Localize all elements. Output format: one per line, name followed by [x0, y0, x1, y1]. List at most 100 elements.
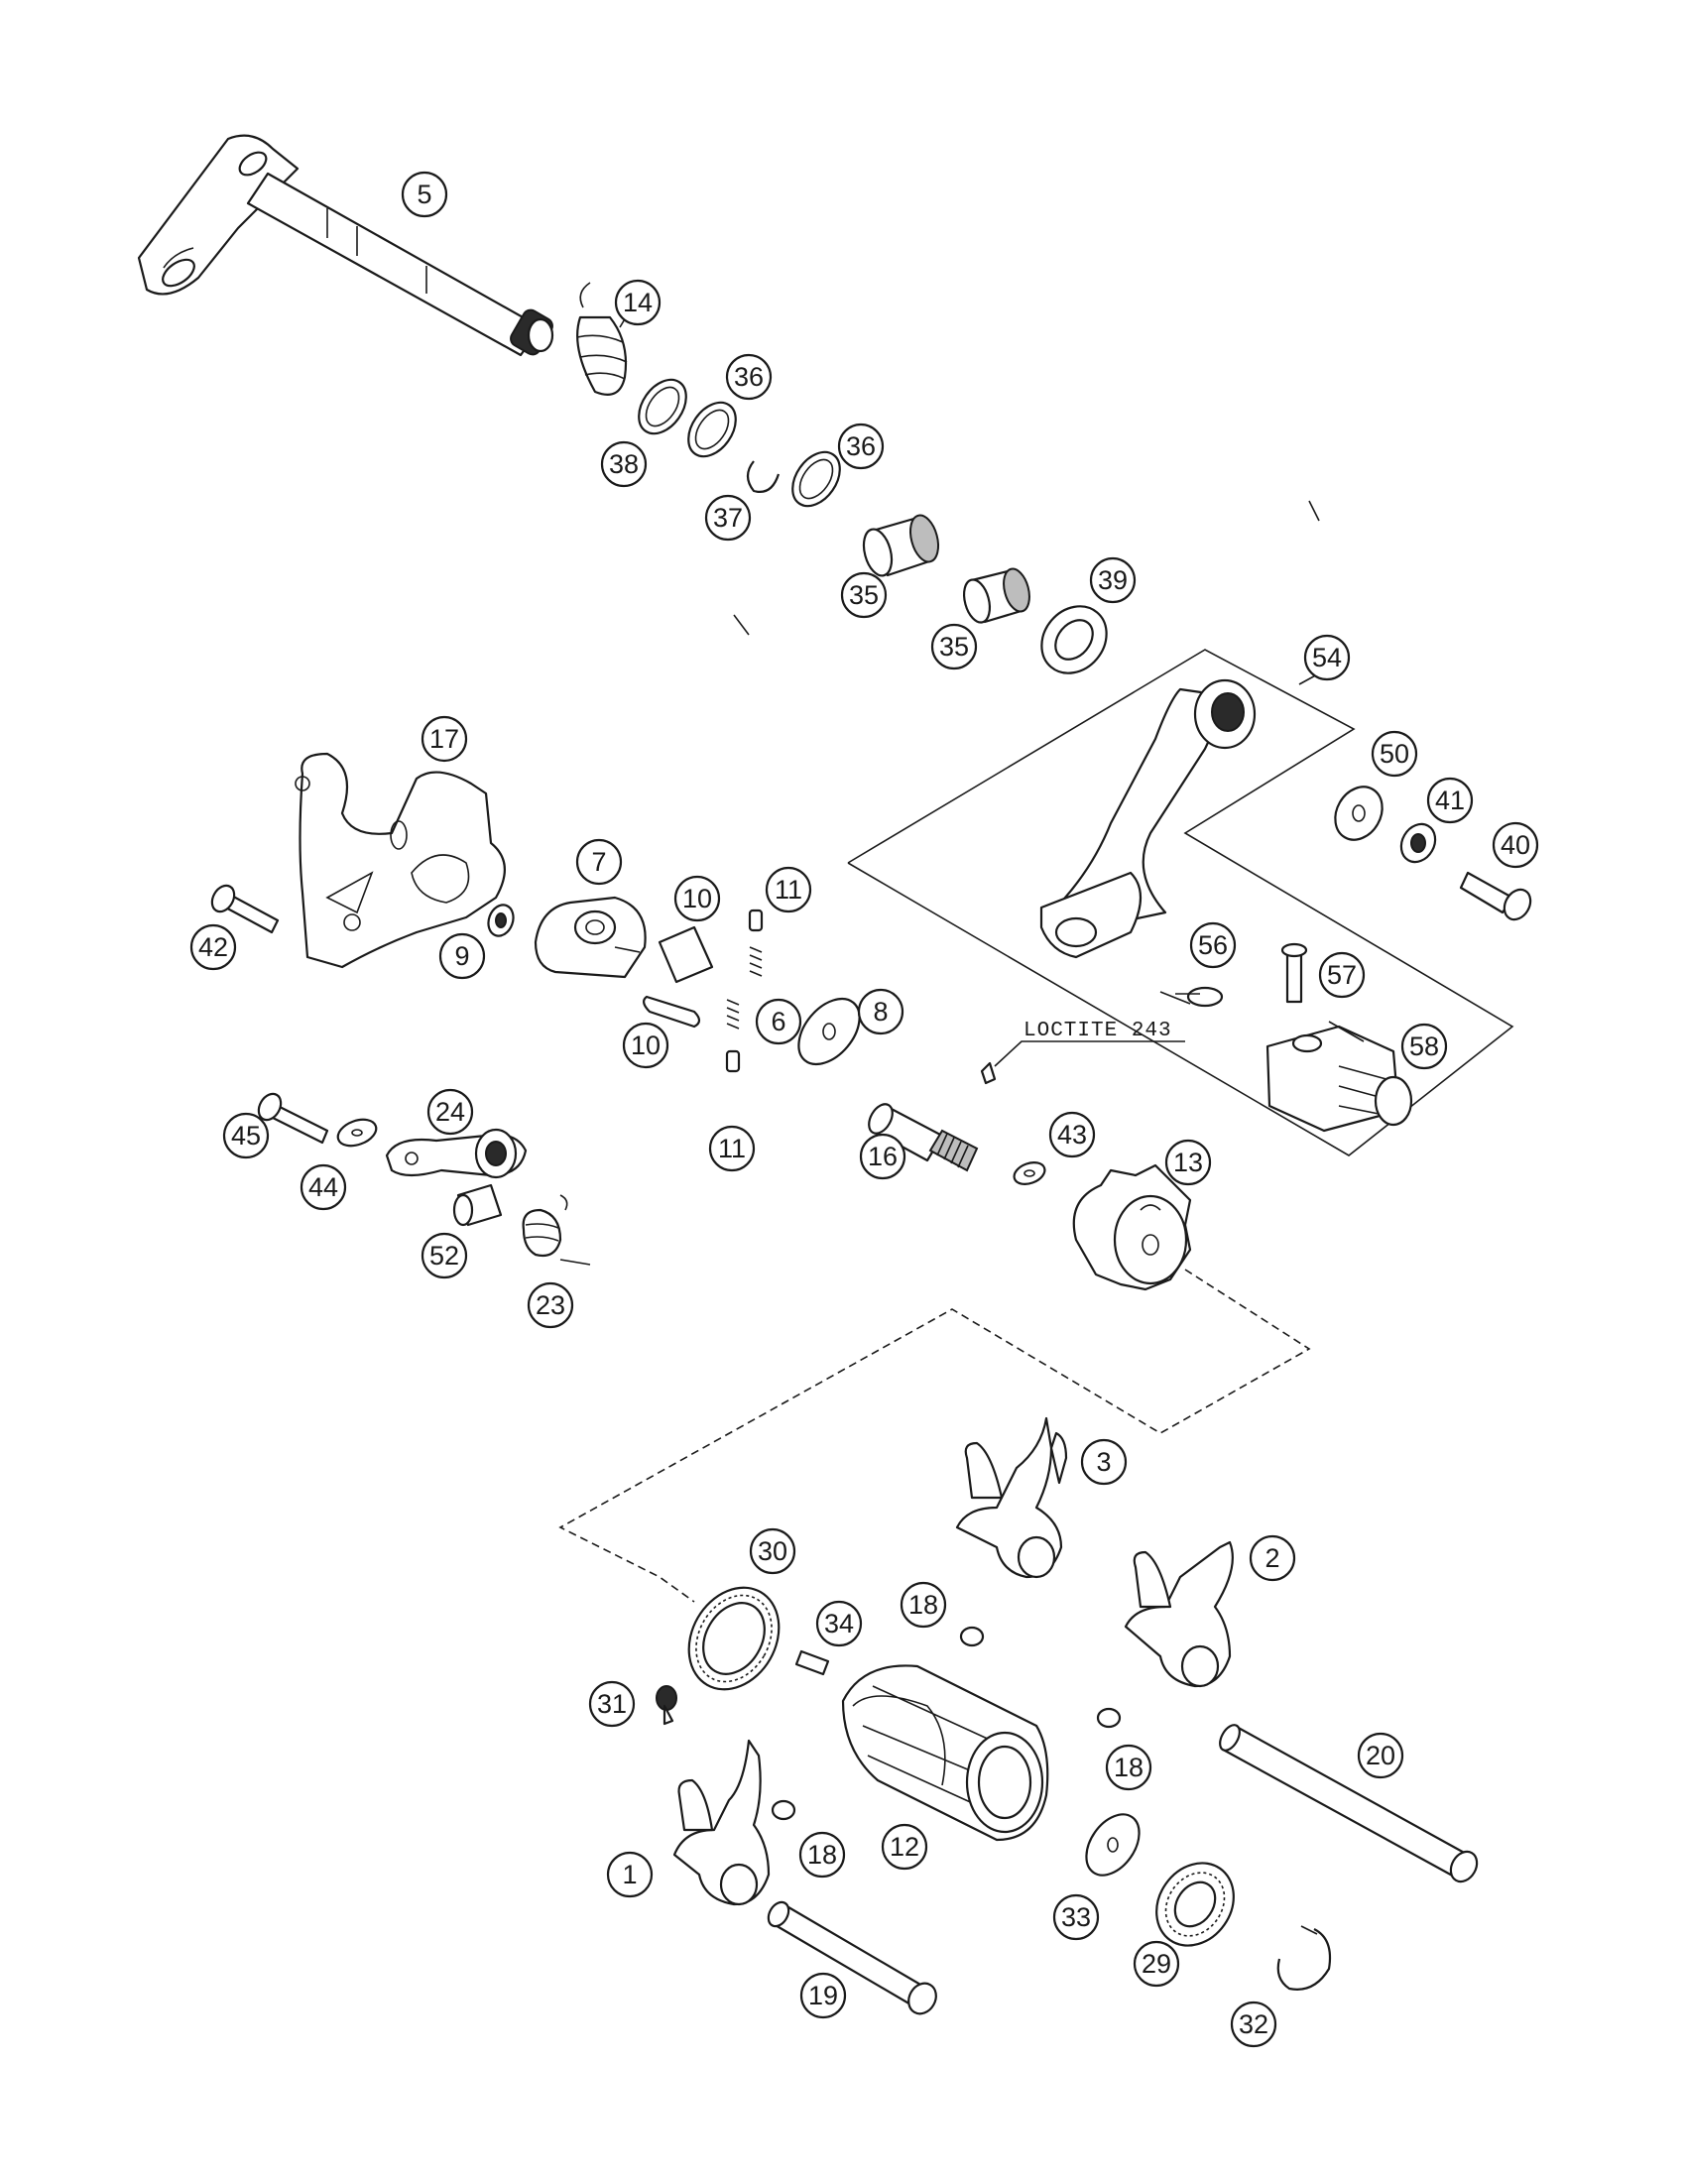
callout-44: 44 [300, 1163, 347, 1211]
locating-bolt-part [868, 1040, 1185, 1172]
drum-bearing-part [687, 1586, 781, 1691]
shift-fork-2-part [1124, 1540, 1234, 1688]
washers-upper-part [638, 378, 841, 508]
return-spring-part [576, 282, 628, 396]
callout-label: 8 [873, 997, 888, 1027]
callout-29: 29 [1133, 1940, 1180, 1988]
lever-tip-part [1159, 942, 1413, 1133]
callout-label: 30 [758, 1536, 787, 1566]
fork-shaft-lower-part [767, 1900, 937, 2015]
callout-label: 50 [1380, 739, 1409, 769]
callout-label: 54 [1312, 643, 1342, 672]
callout-label: 36 [846, 431, 876, 461]
callout-label: 35 [939, 632, 969, 662]
shift-fork-3-part [955, 1416, 1068, 1579]
plate-bolt-part [210, 884, 280, 934]
callout-2: 2 [1249, 1534, 1296, 1582]
callout-31: 31 [588, 1680, 636, 1728]
callout-label: 7 [591, 847, 606, 877]
callout-17: 17 [421, 715, 468, 763]
callout-label: 57 [1327, 960, 1357, 990]
shift-drum-part [841, 1664, 1049, 1842]
callout-label: 16 [868, 1142, 898, 1171]
needle-bearings-part [862, 514, 1108, 674]
callout-9: 9 [438, 932, 486, 980]
loctite-note: LOCTITE 243 [1024, 1020, 1172, 1042]
lever-fasteners-part [1334, 786, 1532, 921]
callout-label: 35 [849, 580, 879, 610]
callout-3: 3 [1080, 1438, 1128, 1486]
callout-43: 43 [1048, 1111, 1096, 1158]
callout-6: 6 [755, 998, 802, 1045]
callout-41: 41 [1426, 777, 1474, 824]
callout-label: 19 [808, 1981, 838, 2010]
callout-label: 9 [454, 941, 469, 971]
callout-label: 6 [771, 1007, 785, 1036]
callout-11-b: 11 [708, 1125, 756, 1172]
callout-5: 5 [401, 171, 448, 218]
callout-label: 11 [775, 875, 802, 905]
callout-label: 23 [536, 1290, 565, 1320]
shift-cam-part [1072, 1163, 1192, 1291]
callout-label: 52 [429, 1241, 459, 1271]
callout-10-a: 10 [673, 875, 721, 922]
detent-lever-group-part [257, 1092, 591, 1266]
callout-42: 42 [189, 923, 237, 971]
callout-label: 13 [1173, 1148, 1203, 1177]
callout-label: 43 [1057, 1120, 1087, 1150]
large-washer-part [797, 997, 861, 1066]
callout-label: 1 [622, 1860, 637, 1889]
callout-8: 8 [857, 988, 904, 1035]
drum-end-parts-part [1085, 1813, 1332, 1991]
callout-label: 34 [824, 1609, 854, 1638]
callout-label: 32 [1239, 2009, 1268, 2039]
callout-label: 11 [718, 1134, 746, 1163]
callout-label: 12 [890, 1832, 919, 1862]
callout-11-a: 11 [765, 866, 812, 913]
callout-label: 10 [682, 884, 712, 913]
pins-springs-part [725, 909, 764, 1073]
callout-52: 52 [421, 1232, 468, 1279]
callout-58: 58 [1400, 1023, 1448, 1070]
callout-label: 45 [231, 1121, 261, 1151]
callout-20: 20 [1357, 1732, 1404, 1779]
callout-36-a: 36 [725, 353, 773, 401]
callout-38: 38 [600, 440, 648, 488]
callout-33: 33 [1052, 1893, 1100, 1941]
callout-label: 33 [1061, 1902, 1091, 1932]
callout-40: 40 [1492, 821, 1539, 869]
fork-shaft-upper-part [1219, 1724, 1479, 1883]
callout-13: 13 [1164, 1139, 1212, 1186]
callout-35-a: 35 [840, 571, 888, 619]
callout-18-b: 18 [1105, 1744, 1152, 1791]
callout-19: 19 [799, 1972, 847, 2019]
shift-fork-1-part [672, 1739, 771, 1906]
callout-39: 39 [1089, 556, 1137, 604]
callout-label: 41 [1435, 786, 1465, 815]
callout-14: 14 [614, 279, 662, 326]
callout-10-b: 10 [622, 1022, 669, 1069]
callout-label: 20 [1366, 1741, 1395, 1770]
callout-label: 31 [597, 1689, 627, 1719]
callout-56: 56 [1189, 921, 1237, 969]
callout-12: 12 [881, 1823, 928, 1871]
callout-32: 32 [1230, 2001, 1277, 2048]
callout-label: 14 [623, 288, 653, 317]
callout-label: 10 [631, 1031, 661, 1060]
callout-45: 45 [222, 1112, 270, 1159]
bushing-part [487, 904, 515, 937]
callout-label: 44 [308, 1172, 338, 1202]
locking-plate-part [295, 752, 506, 969]
callout-label: 37 [713, 503, 743, 533]
pawls-part [643, 925, 714, 1029]
callout-1: 1 [606, 1851, 654, 1898]
callout-24: 24 [426, 1088, 474, 1136]
small-pins-part [656, 1626, 1122, 1821]
cam-to-drum-dashed-leader [558, 1269, 1311, 1603]
callout-label: 38 [609, 449, 639, 479]
shift-shaft-part [137, 134, 554, 357]
callout-label: 3 [1096, 1447, 1111, 1477]
callout-37: 37 [704, 494, 752, 542]
callout-label: 18 [1114, 1753, 1144, 1782]
